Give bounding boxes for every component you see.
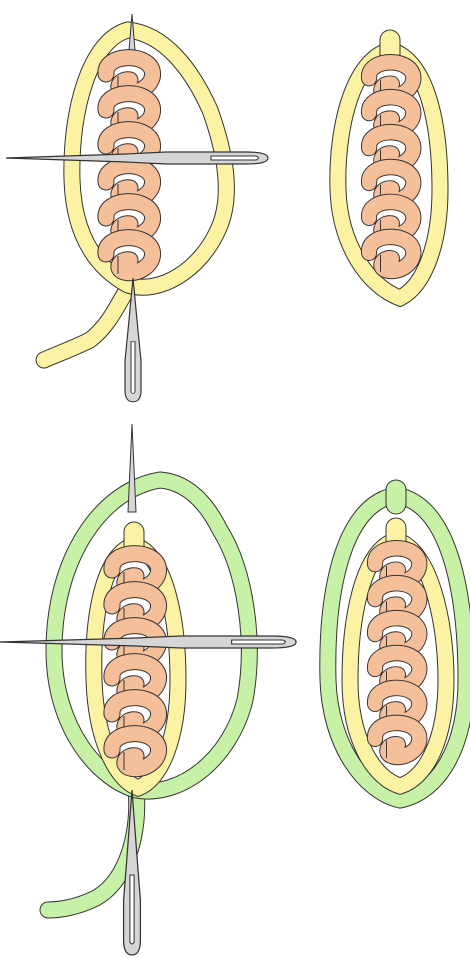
step-1-yellow-weave-with-needles (6, 14, 268, 402)
needle-horizontal-icon (0, 636, 296, 648)
chain-core (369, 62, 413, 272)
chain-core (375, 548, 419, 758)
step-2-yellow-loop-finished (338, 30, 440, 298)
needle-tip-icon (128, 424, 136, 512)
step-3-green-weave-with-needles (0, 424, 296, 955)
chain-core (112, 554, 159, 770)
chain-core (106, 58, 153, 274)
needle-horizontal-icon (6, 152, 268, 164)
step-4-green-loop-finished (328, 480, 466, 800)
